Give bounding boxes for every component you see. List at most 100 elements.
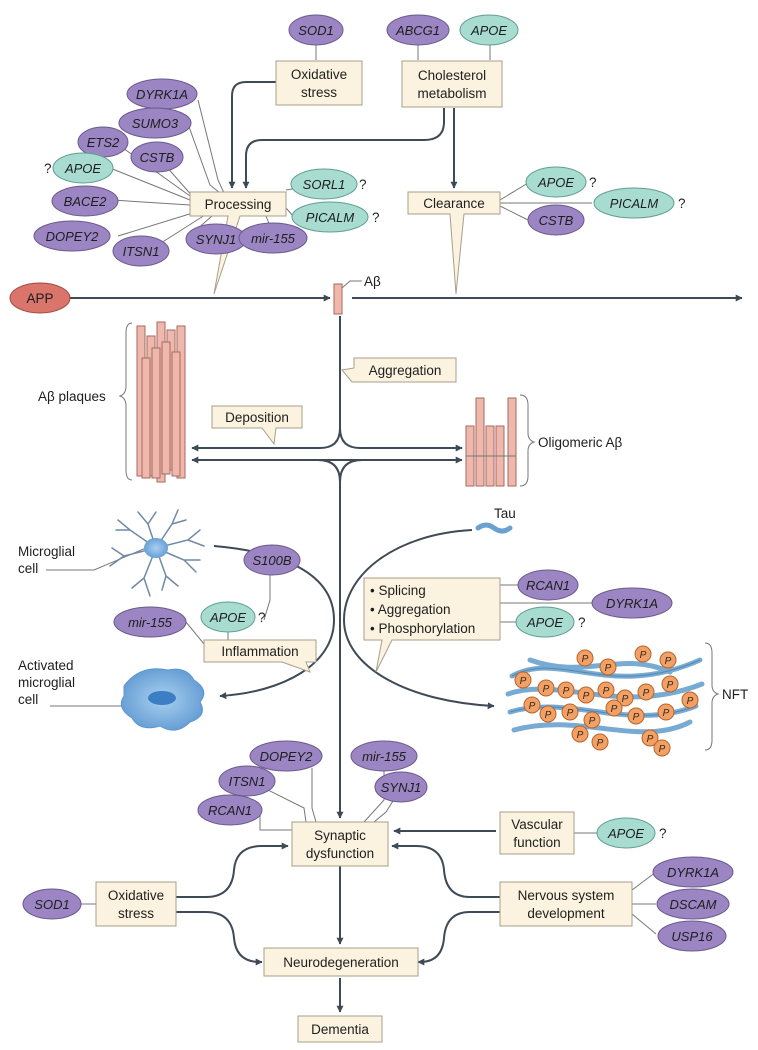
phospho-p: P (643, 688, 650, 699)
phospho-p: P (640, 650, 647, 661)
question-mark: ? (659, 826, 667, 841)
process-boxes (95, 60, 633, 1043)
deposition-box (211, 405, 303, 446)
oxidative-stress-top-l2: stress (301, 85, 337, 100)
phospho-p: P (667, 680, 674, 691)
clearance-box (407, 191, 501, 295)
nft-label: NFT (722, 687, 748, 702)
phospho-p: P (545, 710, 552, 721)
question-mark: ? (44, 161, 52, 176)
oxidative-stress-bottom-l1: Oxidative (108, 888, 164, 903)
oligomeric-label: Oligomeric Aβ (538, 435, 623, 450)
phospho-p: P (633, 712, 640, 723)
phospho-p: P (622, 694, 629, 705)
gene-usp16: USP16 (671, 929, 713, 944)
phospho-p: P (577, 730, 584, 741)
uncertain-marks: ? ? ? ? ? ? ? ? (44, 161, 686, 841)
gene-labels: SOD1 ABCG1 APOE DYRK1A SUMO3 ETS2 APOE C… (26, 23, 719, 944)
gene-apoe-inflammation: APOE (209, 610, 246, 625)
oxidative-stress-top-l1: Oxidative (291, 67, 347, 82)
activated-l2: microglial (18, 675, 75, 690)
gene-apoe-vascular: APOE (607, 826, 644, 841)
phospho-p: P (563, 686, 570, 697)
plaques-label: Aβ plaques (38, 389, 106, 404)
gene-mir155-synaptic: mir-155 (362, 749, 407, 764)
tau-protein (475, 522, 513, 534)
gene-apoe-tau: APOE (526, 615, 563, 630)
question-mark: ? (359, 177, 367, 192)
gene-rcan1-tau: RCAN1 (526, 578, 570, 593)
gene-s100b: S100B (252, 553, 291, 568)
phospho-p: P (583, 691, 590, 702)
gene-cstb-clearance: CSTB (539, 213, 574, 228)
phospho-p: P (665, 656, 672, 667)
question-mark: ? (678, 196, 686, 211)
phospho-p: P (611, 704, 618, 715)
gene-synj1-synaptic: SYNJ1 (381, 780, 421, 795)
gene-picalm-clearance: PICALM (610, 196, 659, 211)
nervous-l2: development (527, 906, 605, 921)
phospho-p: P (529, 701, 536, 712)
cholesterol-l1: Cholesterol (418, 68, 486, 83)
clearance-label: Clearance (423, 196, 485, 211)
gene-picalm-processing: PICALM (306, 210, 355, 225)
gene-mir155-inflammation: mir-155 (128, 615, 173, 630)
microglial-cell (109, 509, 205, 597)
gene-dyrk1a-tau: DYRK1A (606, 596, 658, 611)
gene-ets2: ETS2 (87, 135, 120, 150)
gene-connectors (46, 45, 720, 935)
phospho-markers: P P P P P P P P P P P P P P P P P P P P … (514, 645, 699, 757)
phospho-p: P (659, 744, 666, 755)
phospho-p: P (605, 663, 612, 674)
phospho-p: P (589, 716, 596, 727)
phospho-p: P (520, 676, 527, 687)
gene-cstb-processing: CSTB (140, 150, 175, 165)
synaptic-l2: dysfunction (306, 846, 374, 861)
dementia-label: Dementia (311, 1022, 369, 1037)
tau-step-phosphorylation: • Phosphorylation (370, 621, 475, 636)
gene-ovals (9, 14, 734, 952)
gene-sumo3: SUMO3 (132, 116, 179, 131)
gene-apoe-processing: APOE (64, 161, 101, 176)
gene-dopey2-synaptic: DOPEY2 (260, 749, 314, 764)
gene-mir155-processing: mir-155 (251, 231, 296, 246)
question-mark: ? (589, 175, 597, 190)
process-labels: Oxidative stress Cholesterol metabolism … (108, 67, 615, 1037)
nervous-l1: Nervous system (518, 888, 615, 903)
phospho-p: P (543, 684, 550, 695)
aggregation-box (341, 357, 457, 383)
phospho-p: P (603, 686, 610, 697)
activated-l3: cell (18, 692, 38, 707)
gene-sorl1: SORL1 (303, 177, 346, 192)
phospho-p: P (597, 738, 604, 749)
gene-rcan1-synaptic: RCAN1 (208, 803, 252, 818)
phospho-p: P (582, 654, 589, 665)
gene-apoe-cholesterol: APOE (470, 23, 507, 38)
inflammation-label: Inflammation (221, 644, 298, 659)
cholesterol-l2: metabolism (417, 86, 486, 101)
synaptic-l1: Synaptic (314, 828, 366, 843)
abeta-plaques (136, 321, 186, 483)
gene-synj1-processing: SYNJ1 (196, 232, 236, 247)
gene-abcg1: ABCG1 (395, 23, 440, 38)
processing-label: Processing (205, 197, 272, 212)
gene-apoe-clearance: APOE (537, 175, 574, 190)
aggregation-label: Aggregation (369, 363, 442, 378)
vascular-l2: function (513, 835, 560, 850)
gene-bace2: BACE2 (64, 194, 107, 209)
tau-label: Tau (494, 506, 516, 521)
tau-steps-box (363, 577, 501, 673)
app-label: APP (26, 291, 53, 306)
question-mark: ? (578, 615, 586, 630)
microglial-l1: Microglial (18, 544, 75, 559)
activated-microglial-cell (120, 668, 205, 731)
gene-sod1-top: SOD1 (298, 23, 333, 38)
oxidative-stress-bottom-l2: stress (118, 906, 154, 921)
gene-dscam: DSCAM (670, 897, 717, 912)
phospho-p: P (647, 734, 654, 745)
vascular-l1: Vascular (511, 817, 563, 832)
gene-dyrk1a-development: DYRK1A (667, 865, 719, 880)
activated-l1: Activated (18, 658, 74, 673)
gene-sod1-bottom: SOD1 (34, 897, 69, 912)
